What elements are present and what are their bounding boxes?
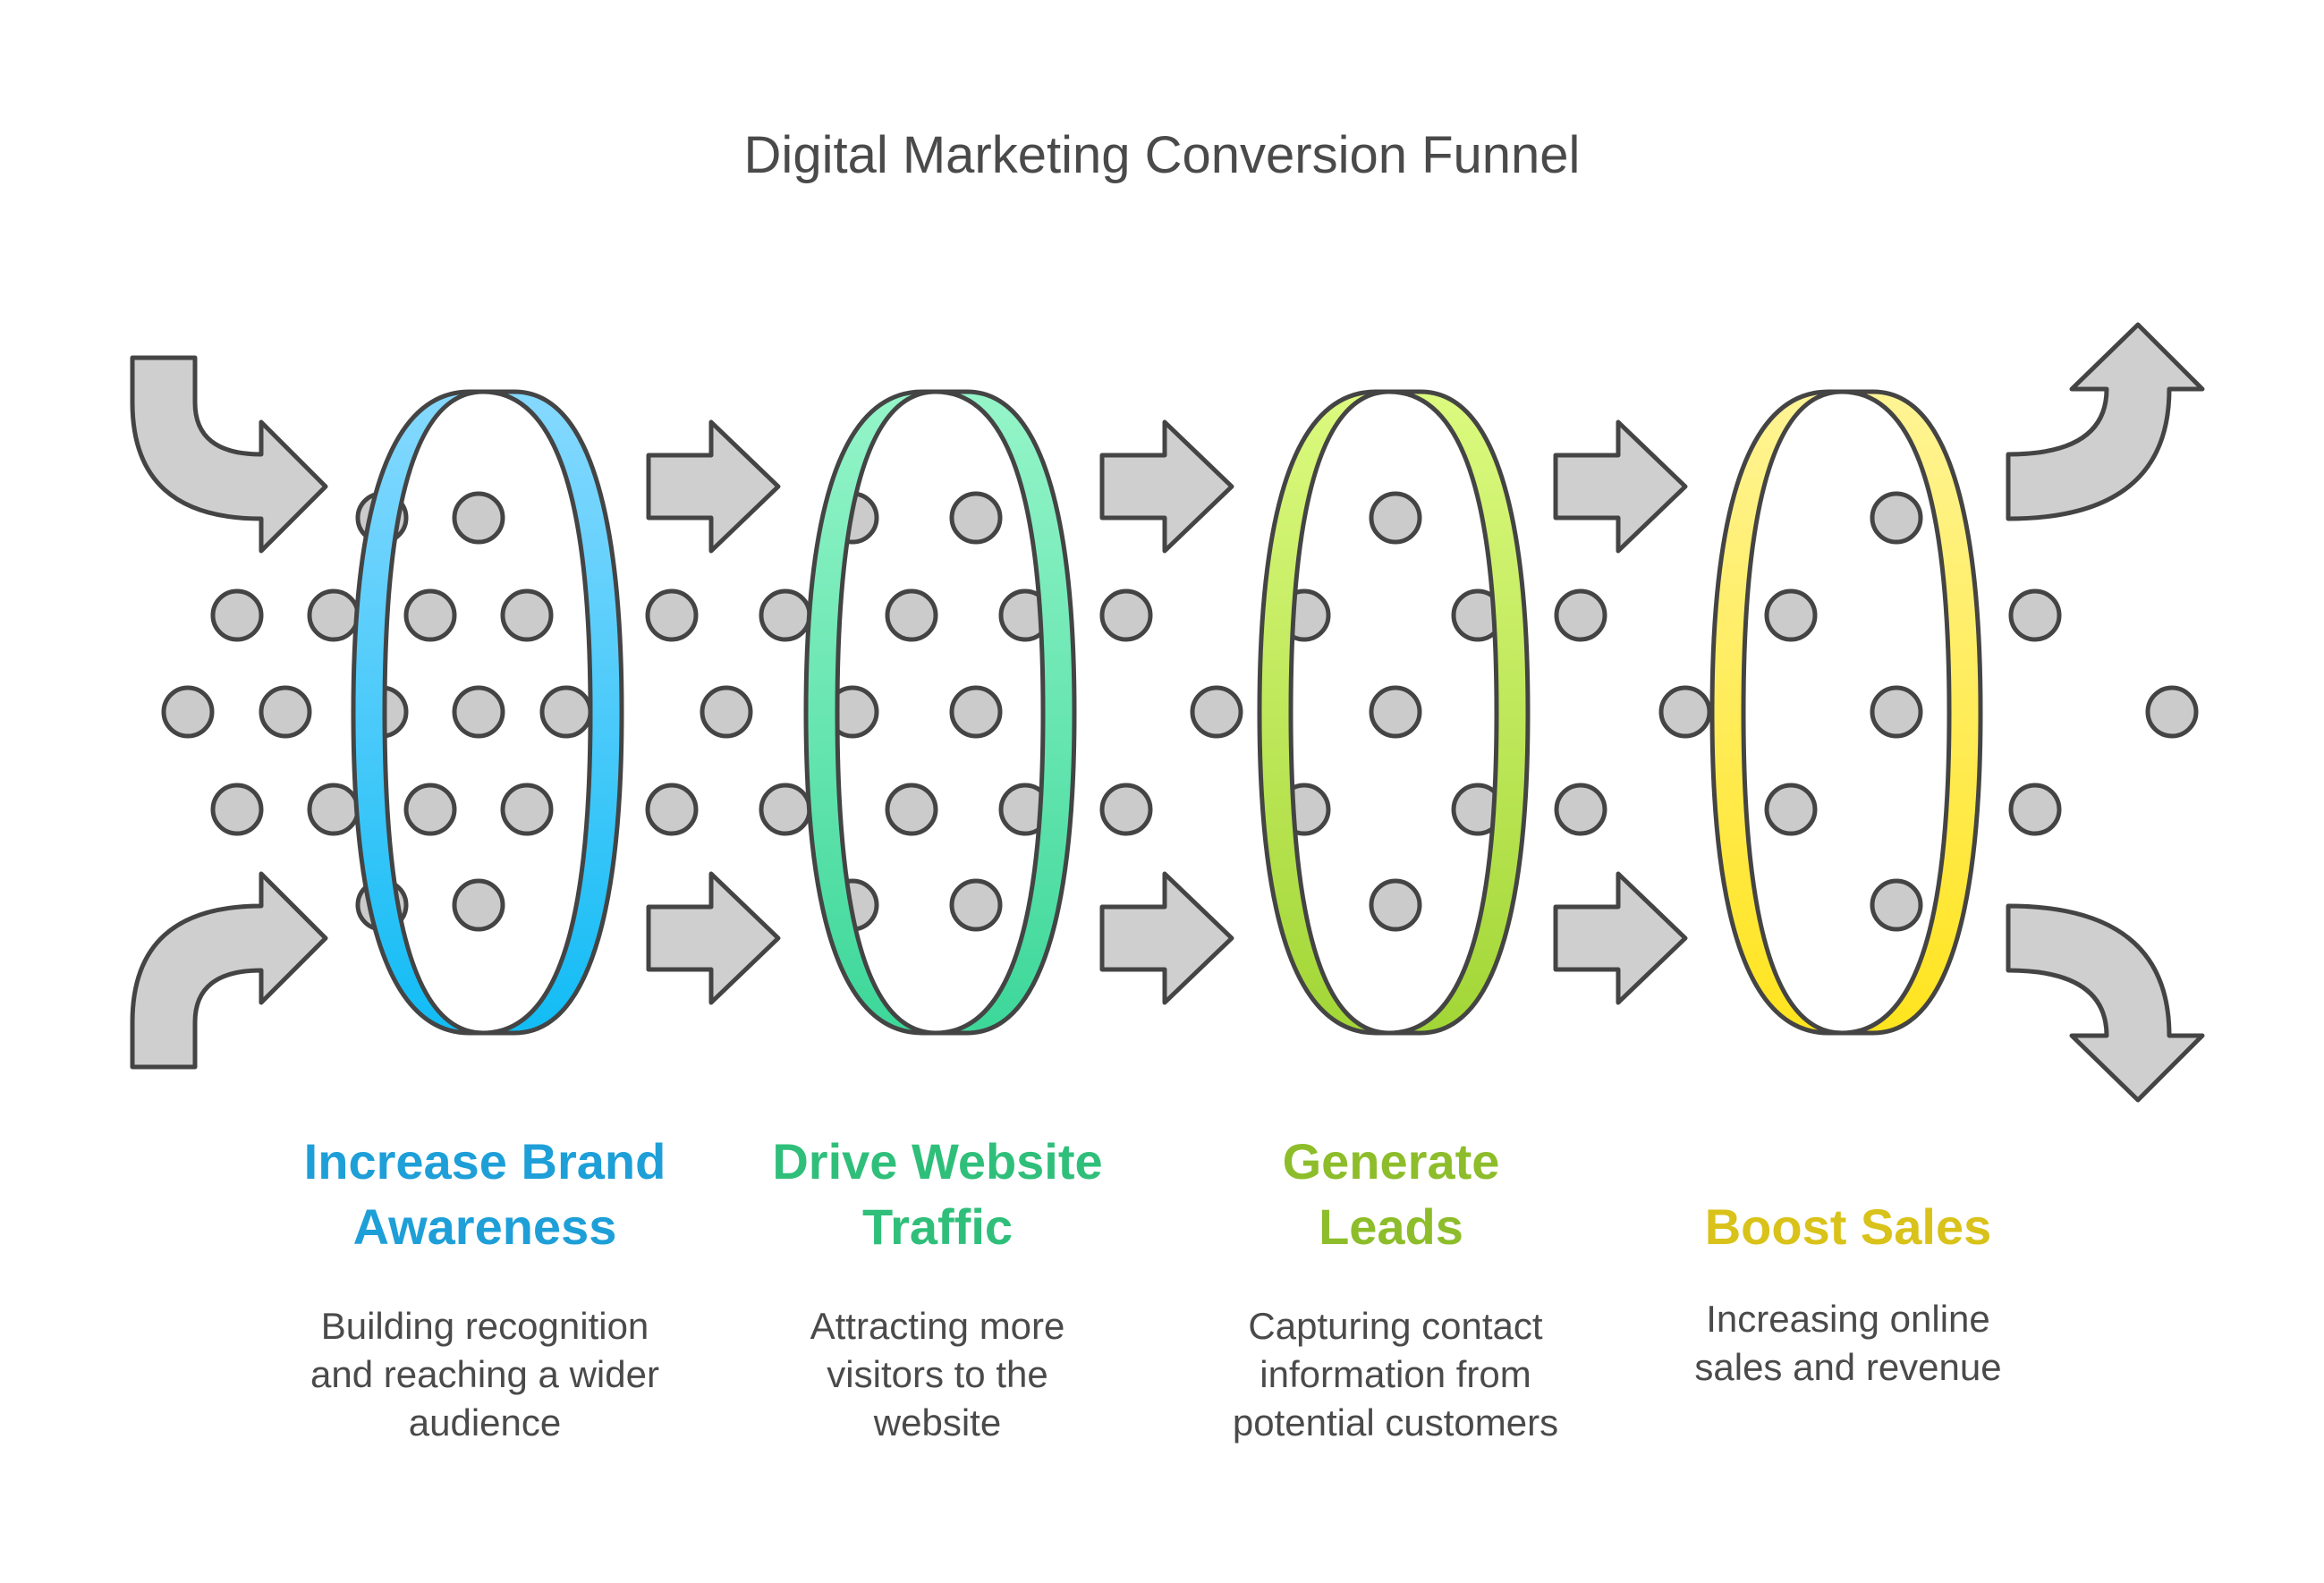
arrow-right-icon [1553, 419, 1688, 554]
particle-dot-icon [949, 685, 1003, 739]
ring-inner-edge [382, 389, 593, 1036]
particle-dot-icon [885, 588, 938, 642]
ring-inner-edge [1741, 389, 1952, 1036]
ring-brand-awareness [351, 389, 624, 1036]
particle-dot-icon [1658, 685, 1712, 739]
ring-website-traffic [803, 389, 1077, 1036]
particle-dot-icon [210, 588, 264, 642]
particle-dot-icon [885, 783, 938, 836]
particle-dot-icon [161, 685, 215, 739]
particle-dot-icon [210, 783, 264, 836]
stage-description: Increasing online sales and revenue [1642, 1295, 2054, 1392]
particle-dot-icon [1369, 491, 1422, 545]
particle-dot-icon [2008, 783, 2062, 836]
ring-inner-edge [835, 389, 1046, 1036]
funnel-rings [351, 389, 1983, 1036]
description-line: Building recognition [320, 1305, 649, 1347]
stage-brand-awareness: Increase Brand Awareness [279, 1129, 691, 1259]
stage-description: Attracting more visitors to the website [732, 1302, 1143, 1447]
particle-dot-icon [403, 588, 457, 642]
stage-title-line: Drive Website [772, 1133, 1103, 1189]
particle-dot-icon [1554, 783, 1607, 836]
arrow-right-icon [1099, 419, 1234, 554]
ring-outline [803, 389, 1077, 1036]
particle-dot-icon [700, 685, 753, 739]
particle-dot-icon [452, 878, 505, 932]
ring-inner-edge [1288, 389, 1499, 1036]
ring-outline [351, 389, 624, 1036]
arrow-right-icon [1553, 871, 1688, 1005]
particle-dot-icon [259, 685, 312, 739]
description-line: website [873, 1401, 1002, 1443]
curved-arrow-icon [2006, 322, 2205, 521]
stage-title-line: Leads [1319, 1198, 1463, 1255]
description-line: potential customers [1232, 1401, 1559, 1443]
description-line: Attracting more [810, 1305, 1065, 1347]
particle-dot-icon [645, 783, 699, 836]
particle-dot-icon [2145, 685, 2199, 739]
stage-boost-sales: Boost Sales [1642, 1129, 2054, 1259]
arrow-right-icon [646, 871, 781, 1005]
particle-dot-icon [1764, 588, 1818, 642]
page-title: Digital Marketing Conversion Funnel [743, 126, 1581, 184]
particle-dot-icon [949, 878, 1003, 932]
arrow-right-icon [1099, 871, 1234, 1005]
particle-dot-icon [1369, 878, 1422, 932]
particle-dot-icon [759, 588, 812, 642]
particle-dot-icon [1190, 685, 1243, 739]
stage-title-line: Boost Sales [1704, 1198, 1992, 1255]
description-line: Capturing contact [1248, 1305, 1543, 1347]
ring-boost-sales [1709, 389, 1983, 1036]
stage-generate-leads: Generate Leads [1185, 1129, 1597, 1259]
description-line: Increasing online [1706, 1298, 1990, 1340]
curved-arrow-icon [2006, 903, 2205, 1103]
particle-dot-icon [645, 588, 699, 642]
stage-title-line: Generate [1282, 1133, 1500, 1189]
stage-title-line: Traffic [861, 1198, 1014, 1255]
particle-dot-icon [452, 491, 505, 545]
particle-dot-icon [500, 783, 554, 836]
particle-dot-icon [949, 491, 1003, 545]
particle-dot-icon [1369, 685, 1422, 739]
description-line: audience [408, 1401, 562, 1443]
particle-dot-icon [500, 588, 554, 642]
particle-dot-icon [452, 685, 505, 739]
stage-description: Building recognition and reaching a wide… [279, 1302, 691, 1447]
particle-dot-icon [1870, 491, 1923, 545]
particle-dot-icon [759, 783, 812, 836]
particle-dot-icon [1764, 783, 1818, 836]
ring-outline [1709, 389, 1983, 1036]
particle-dot-icon [1099, 588, 1153, 642]
particle-dot-icon [307, 783, 360, 836]
particle-dots [161, 491, 2199, 932]
description-line: and reaching a wider [310, 1353, 659, 1395]
stage-title-line: Awareness [352, 1198, 617, 1255]
particle-dot-icon [1099, 783, 1153, 836]
description-line: sales and revenue [1694, 1346, 2002, 1388]
particle-dot-icon [1870, 685, 1923, 739]
stage-title-line [1642, 1129, 2054, 1194]
ring-outline [1257, 389, 1531, 1036]
stage-website-traffic: Drive Website Traffic [732, 1129, 1143, 1259]
ring-generate-leads [1257, 389, 1531, 1036]
stage-description: Capturing contact information from poten… [1190, 1302, 1601, 1447]
particle-dot-icon [403, 783, 457, 836]
particle-dot-icon [2008, 588, 2062, 642]
description-line: visitors to the [827, 1353, 1048, 1395]
description-line: information from [1260, 1353, 1531, 1395]
particle-dot-icon [307, 588, 360, 642]
stage-title-line: Increase Brand [303, 1133, 666, 1189]
particle-dot-icon [1554, 588, 1607, 642]
curved-arrow-icon [130, 871, 328, 1070]
arrow-right-icon [646, 419, 781, 554]
curved-arrow-icon [130, 355, 328, 554]
flow-arrows [130, 322, 2205, 1103]
particle-dot-icon [1870, 878, 1923, 932]
